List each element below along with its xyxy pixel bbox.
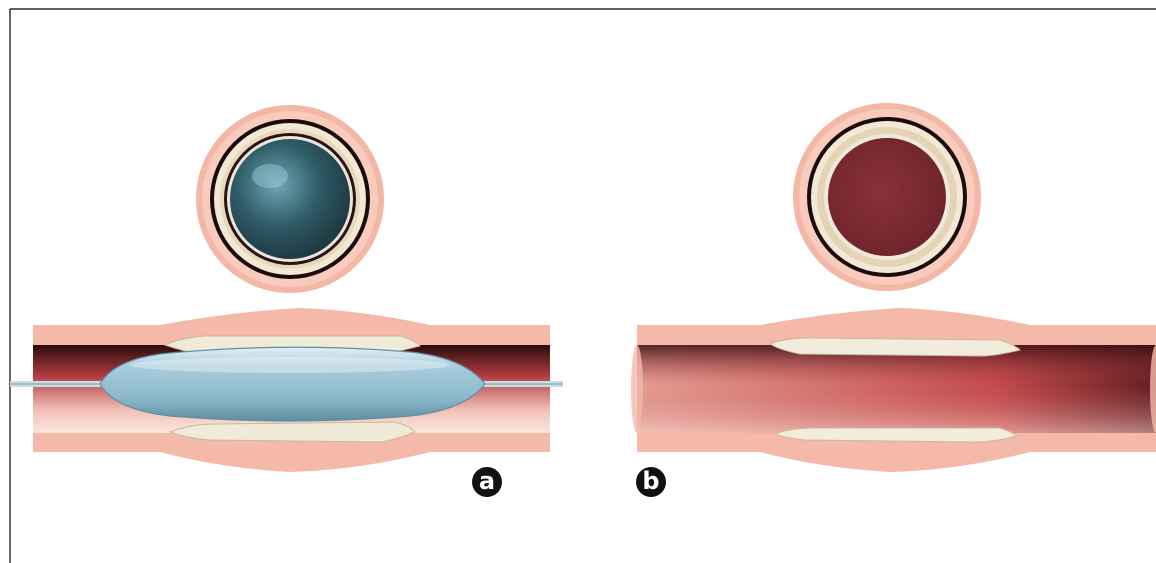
panel-a-cross-section — [196, 105, 384, 293]
panel-label-b: b — [636, 467, 666, 497]
panel-b-cross-section — [793, 103, 981, 291]
panel-label-a: a — [472, 467, 502, 497]
panel-b-longitudinal-vessel — [631, 308, 1156, 472]
panel-a-longitudinal-vessel — [10, 308, 563, 472]
